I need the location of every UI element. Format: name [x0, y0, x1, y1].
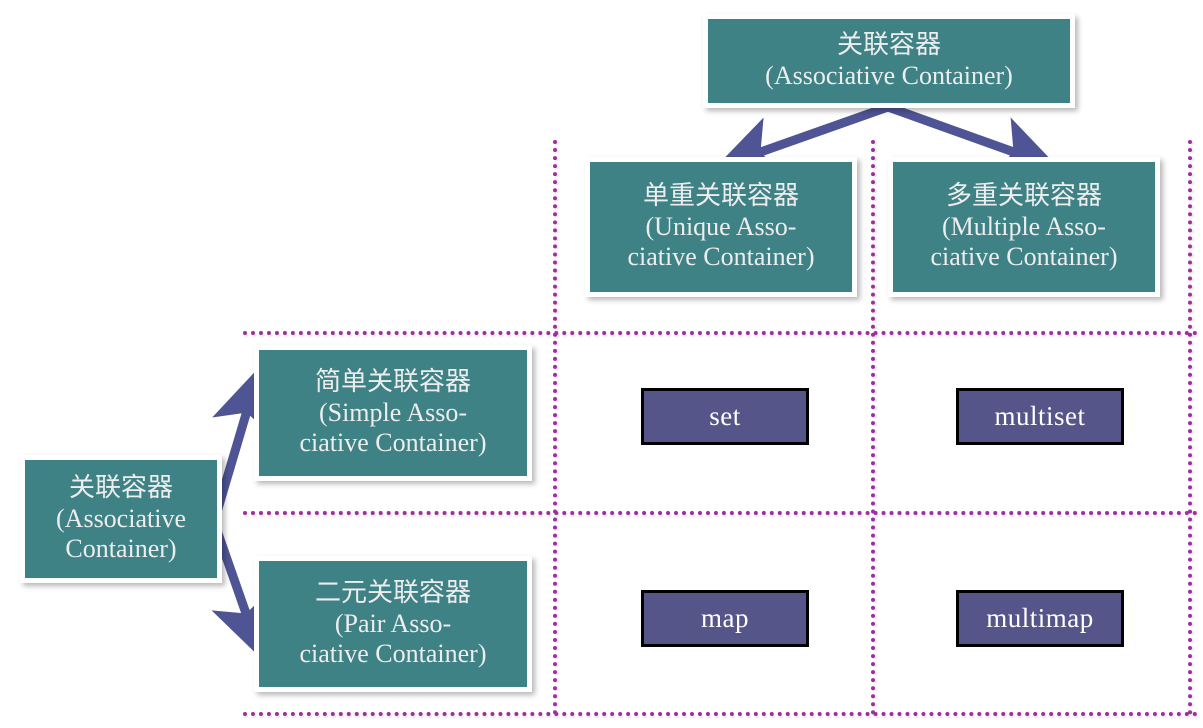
grid-line-vertical-left: [553, 140, 557, 715]
root-title-box[interactable]: 关联容器 (Associative Container): [703, 14, 1075, 108]
cell-multiset[interactable]: multiset: [956, 388, 1124, 445]
row-header-pair[interactable]: 二元关联容器 (Pair Asso- ciative Container): [254, 556, 532, 692]
row-root-box[interactable]: 关联容器 (Associative Container): [20, 455, 222, 583]
arrow-root-to-unique: [714, 102, 890, 177]
column-header-unique[interactable]: 单重关联容器 (Unique Asso- ciative Container): [585, 157, 857, 297]
row-root-label: 关联容器 (Associative Container): [56, 472, 186, 564]
grid-line-horizontal-bottom: [243, 712, 1198, 716]
column-header-unique-label: 单重关联容器 (Unique Asso- ciative Container): [627, 180, 815, 272]
column-header-multiple-label: 多重关联容器 (Multiple Asso- ciative Container…: [930, 180, 1118, 272]
cell-multiset-label: multiset: [994, 401, 1086, 431]
grid-line-horizontal-middle: [243, 511, 1198, 515]
cell-map[interactable]: map: [641, 590, 809, 647]
cell-multimap-label: multimap: [986, 603, 1094, 633]
grid-line-vertical-right: [1188, 140, 1192, 715]
column-header-multiple[interactable]: 多重关联容器 (Multiple Asso- ciative Container…: [888, 157, 1160, 297]
row-header-pair-label: 二元关联容器 (Pair Asso- ciative Container): [299, 577, 487, 669]
cell-set[interactable]: set: [641, 388, 809, 445]
row-header-simple[interactable]: 简单关联容器 (Simple Asso- ciative Container): [254, 345, 532, 481]
cell-multimap[interactable]: multimap: [956, 590, 1124, 647]
row-header-simple-label: 简单关联容器 (Simple Asso- ciative Container): [299, 366, 487, 458]
grid-line-horizontal-top: [243, 331, 1198, 335]
root-title-label: 关联容器 (Associative Container): [765, 30, 1013, 90]
cell-map-label: map: [701, 603, 749, 633]
cell-set-label: set: [709, 401, 741, 431]
arrow-root-to-multiple: [886, 102, 1060, 177]
grid-line-vertical-middle: [871, 140, 875, 715]
